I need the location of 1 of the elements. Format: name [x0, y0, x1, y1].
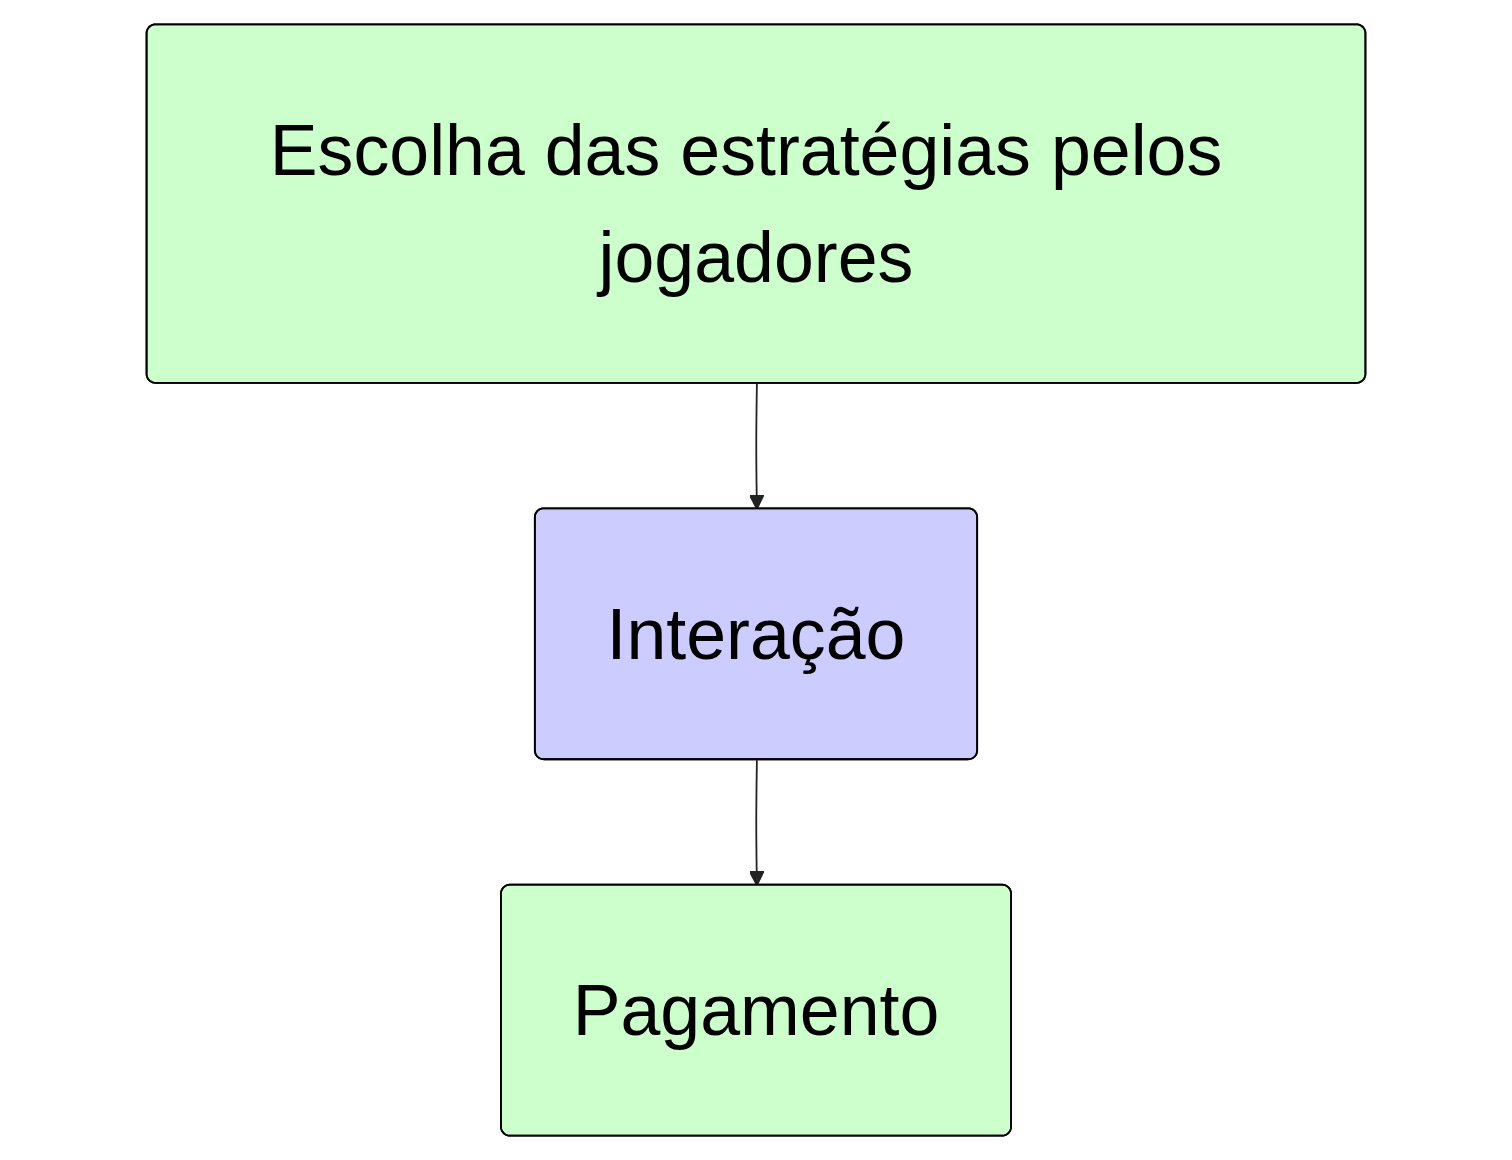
arrow	[748, 382, 765, 510]
